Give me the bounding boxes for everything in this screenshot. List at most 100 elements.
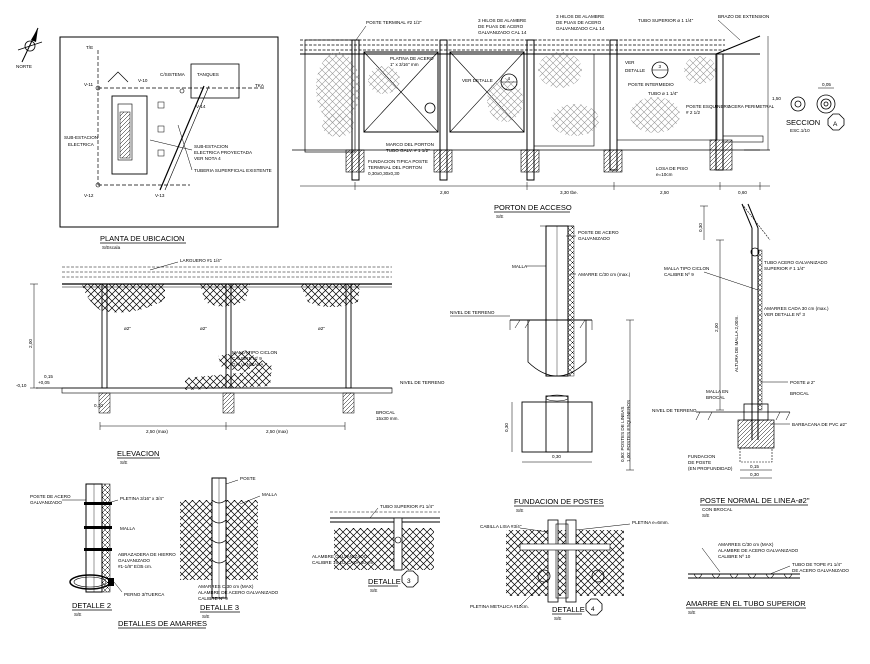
lp-malla-en-2: BROCAL bbox=[706, 395, 725, 400]
d3b-alambre-2: CALIBRE 16 1/2 CADA 30 cm bbox=[312, 560, 373, 565]
elev-brocal-2: 15x30 mm. bbox=[376, 416, 399, 421]
poste-intermedio-label: POSTE INTERMEDIO bbox=[628, 82, 674, 87]
detail-2-title: DETALLE 2 bbox=[72, 601, 111, 610]
lp-nivel: NIVEL DE TERRENO bbox=[652, 408, 697, 413]
line-post-labels: 0,30 TUBO ACERO GALVANIZADO SUPERIOR # 1… bbox=[652, 223, 847, 477]
d3-am-3: CALIBRE Nº 9 bbox=[198, 596, 228, 601]
detail-3-top-rail bbox=[330, 511, 440, 571]
elev-malla-1: MALLA TIPO CICLON bbox=[232, 350, 277, 355]
post-foundation-labels: POSTE DE ACERO GALVANIZADO MALLA AMARRE … bbox=[450, 230, 631, 462]
gate-dim-4: 0,60 bbox=[738, 190, 747, 195]
door-tag: C/SISTEMA bbox=[160, 72, 186, 77]
lp-malla-1: MALLA TIPO CICLON bbox=[664, 266, 709, 271]
line-post-scale: S/E bbox=[702, 513, 709, 518]
callout-1: SUB-ESTACION bbox=[194, 144, 228, 149]
line-post-section bbox=[695, 203, 791, 479]
losa-label-1: LOSA DE PISO bbox=[656, 166, 688, 171]
lp-tubo-1: TUBO ACERO GALVANIZADO bbox=[764, 260, 828, 265]
detail-4-scale: S/E bbox=[554, 616, 561, 621]
lp-fund-1: FUNDACION bbox=[688, 454, 715, 459]
pf-nivel: NIVEL DE TERRENO bbox=[450, 310, 495, 315]
ver-label-2: VER bbox=[625, 60, 635, 65]
elev-height: 2,00 bbox=[28, 339, 33, 348]
top-rail-tie bbox=[688, 547, 800, 579]
pf-dim: 0,30 bbox=[552, 454, 561, 459]
hilos-b-label-1: 3 HILOS DE ALAMBRE bbox=[556, 14, 604, 19]
elev-brocal-1: BROCAL bbox=[376, 410, 395, 415]
lp-d2: 2,00 bbox=[714, 323, 719, 332]
am-a-2: ALAMBRE DE ACERO GALVANIZADO bbox=[718, 548, 799, 553]
d3b-tubo: TUBO SUPERIOR #1 1/4" bbox=[380, 504, 434, 509]
detail-4-badge-number: 4 bbox=[591, 606, 595, 613]
detail-3b-title: DETALLE bbox=[368, 577, 401, 586]
elev-h-b: +0,05 bbox=[38, 380, 50, 385]
d3b-alambre-1: ALAMBRE GALVANIZADO bbox=[312, 554, 368, 559]
poste-esquinero-label: POSTE ESQUINERO bbox=[686, 104, 731, 109]
lp-malla-en-1: MALLA EN bbox=[706, 389, 728, 394]
pf-malla: MALLA bbox=[512, 264, 528, 269]
section-dim: 0,05 bbox=[822, 82, 831, 87]
fund-label-2: TERMINAL DEL PORTON bbox=[368, 165, 422, 170]
d2-perno: PERNO 3/TUERCA bbox=[124, 592, 165, 597]
brazo-label: BRAZO DE EXTENSION bbox=[718, 14, 769, 19]
elev-h-c: -0,10 bbox=[16, 383, 27, 388]
elev-span-2: 2,50 (max) bbox=[266, 429, 288, 434]
gate-terminal-post-left bbox=[351, 39, 360, 181]
elevation-scale: S/E bbox=[120, 460, 127, 465]
d2-abraz-2: GALVANIZADO bbox=[118, 558, 150, 563]
substation-outline bbox=[111, 95, 148, 175]
am-a-3: CALIBRE Nº 10 bbox=[718, 554, 751, 559]
detail-3b-number: 3 bbox=[407, 578, 411, 585]
d2-malla: MALLA bbox=[120, 526, 136, 531]
fund-label-1: FUNDACION TIPICA POSTE bbox=[368, 159, 428, 164]
am-tubo-2: DE ACERO GALVANIZADO bbox=[792, 568, 849, 573]
substation-equipment bbox=[119, 111, 131, 159]
lp-fund-2: DE POSTE bbox=[688, 460, 711, 465]
detail-4-callout-icon: 4 bbox=[500, 73, 518, 91]
marco-label-1: MARCO DEL PORTON bbox=[386, 142, 434, 147]
platina-label: PLATINA DE ACERO bbox=[390, 56, 434, 61]
am-tubo-1: TUBO DE TOPE #1 1/4" bbox=[792, 562, 842, 567]
v13-label: V-13 bbox=[155, 193, 165, 198]
pf-dim-vertical: 0,30 bbox=[504, 423, 509, 432]
gate-footing-mid bbox=[433, 149, 453, 173]
d4-pletina-metalica: PLETINA METALICA #10cm. bbox=[470, 604, 529, 609]
lp-amarres-2: VER DETALLE Nº 3 bbox=[764, 312, 805, 317]
gate-leaf-left bbox=[363, 51, 439, 133]
marker-te: T/E bbox=[86, 45, 93, 50]
top-rail-tie-scale: S/E bbox=[688, 610, 695, 615]
detail-3-title: DETALLE 3 bbox=[200, 603, 239, 612]
lp-amarres-1: AMARRES CADA 30 cm (max.) bbox=[764, 306, 829, 311]
lp-d4: 0,30 bbox=[750, 472, 759, 477]
v14-label: V-14 bbox=[196, 104, 206, 109]
line-post-footing bbox=[737, 419, 775, 449]
post-dia-1: ø2" bbox=[124, 326, 131, 331]
lp-tubo-2: SUPERIOR # 1 1/4" bbox=[764, 266, 805, 271]
section-a: 0,05 SECCION A ESC.1/10 bbox=[786, 82, 845, 133]
losa-label-2: e=10cm bbox=[656, 172, 673, 177]
gate-callouts: POSTE TERMINAL #2 1/2" 3 HILOS DE ALAMBR… bbox=[355, 14, 781, 195]
foundation-scale: S/E bbox=[516, 508, 523, 513]
site-plan-frame bbox=[59, 36, 279, 228]
site-plan: NORTE T/E TANQUES TKA V-11 V-10 V-12 V-1… bbox=[16, 27, 279, 228]
post-dia-2: ø2" bbox=[200, 326, 207, 331]
d2-poste-2: GALVANIZADO bbox=[30, 500, 62, 505]
elev-h-a: 0,15 bbox=[44, 374, 53, 379]
elev-nivel: NIVEL DE TERRENO bbox=[400, 380, 445, 385]
tubo-superior-label: TUBO SUPERIOR ø 1 1/4" bbox=[638, 18, 694, 23]
d4-pletina: PLETINA e=6mm. bbox=[632, 520, 669, 525]
d4-cabilla: CABILLA LISA #3/4" bbox=[480, 524, 522, 529]
detail-2 bbox=[69, 483, 123, 593]
line-post-title: POSTE NORMAL DE LINEA-ø2" bbox=[700, 496, 810, 505]
hilos-b-label-2: DE PUAS DE ACERO bbox=[556, 20, 602, 25]
d2-poste-1: POSTE DE ACERO bbox=[30, 494, 71, 499]
poste-terminal-label: POSTE TERMINAL #2 1/2" bbox=[366, 20, 422, 25]
am-a-1: AMARRES C/30 cm (MAX) bbox=[718, 542, 774, 547]
post-foundation-detail bbox=[509, 225, 634, 471]
gate-elevation bbox=[292, 35, 770, 190]
gate-dim-3: 2,50 bbox=[660, 190, 669, 195]
pf-amarre: AMARRE C/30 cm (max.) bbox=[578, 272, 631, 277]
gate-dim-2: 3,30 tbe. bbox=[560, 190, 578, 195]
d2-pletina: PLETINA 3/16" x 3/4" bbox=[120, 496, 164, 501]
